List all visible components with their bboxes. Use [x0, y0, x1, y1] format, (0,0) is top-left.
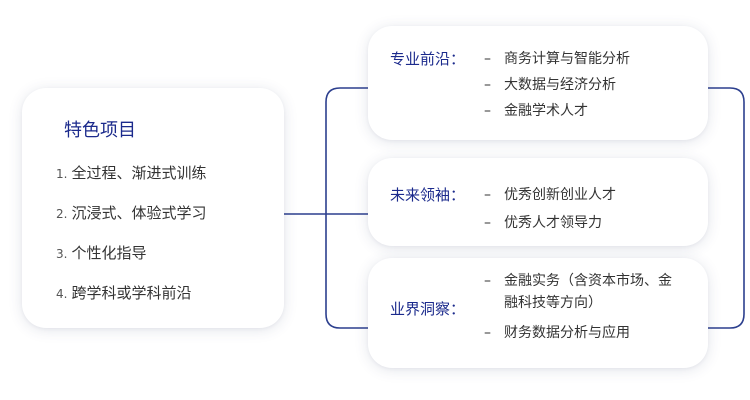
- project-item-number: 1.: [56, 167, 68, 181]
- bullet-item: –商务计算与智能分析: [484, 48, 630, 68]
- project-item: 1.全过程、渐进式训练: [56, 162, 206, 183]
- future-leaders-card: 未来领袖： –优秀创新创业人才 –优秀人才领导力: [368, 158, 708, 246]
- bullet-item: –金融学术人才: [484, 100, 588, 120]
- group-label: 未来领袖：: [390, 186, 466, 204]
- bullet-dash: –: [484, 325, 491, 341]
- right-bracket: [708, 87, 745, 329]
- project-item-text: 个性化指导: [71, 244, 147, 262]
- left-bracket: [325, 87, 368, 329]
- bullet-item: –金融实务（含资本市场、金融科技等方向）: [484, 270, 684, 314]
- bullet-dash: –: [484, 215, 491, 231]
- project-item: 3.个性化指导: [56, 242, 146, 263]
- bullet-item: –大数据与经济分析: [484, 74, 616, 94]
- project-item-text: 全过程、渐进式训练: [71, 164, 207, 182]
- project-item-text: 沉浸式、体验式学习: [71, 204, 207, 222]
- bullet-text: 金融实务（含资本市场、金融科技等方向）: [504, 273, 672, 311]
- professional-frontier-card: 专业前沿： –商务计算与智能分析 –大数据与经济分析 –金融学术人才: [368, 26, 708, 140]
- bullet-item: –优秀人才领导力: [484, 212, 602, 232]
- project-item: 4.跨学科或学科前沿: [56, 282, 191, 303]
- bullet-item: –优秀创新创业人才: [484, 184, 616, 204]
- bullet-text: 优秀创新创业人才: [504, 187, 616, 203]
- project-item: 2.沉浸式、体验式学习: [56, 202, 206, 223]
- group-label: 专业前沿：: [390, 50, 466, 68]
- project-item-number: 2.: [56, 207, 68, 221]
- bullet-text: 金融学术人才: [504, 103, 588, 119]
- featured-projects-card: 特色项目 1.全过程、渐进式训练 2.沉浸式、体验式学习 3.个性化指导 4.跨…: [22, 88, 284, 328]
- project-item-text: 跨学科或学科前沿: [71, 284, 192, 302]
- bullet-dash: –: [484, 51, 491, 67]
- industry-insight-card: 业界洞察： –金融实务（含资本市场、金融科技等方向） –财务数据分析与应用: [368, 258, 708, 368]
- bullet-text: 优秀人才领导力: [504, 215, 602, 231]
- bullet-dash: –: [484, 103, 491, 119]
- bullet-text: 财务数据分析与应用: [504, 325, 630, 341]
- bullet-dash: –: [484, 187, 491, 203]
- featured-projects-title: 特色项目: [64, 120, 136, 141]
- bullet-dash: –: [484, 77, 491, 93]
- bullet-text: 大数据与经济分析: [504, 77, 616, 93]
- project-item-number: 3.: [56, 247, 68, 261]
- group-label: 业界洞察：: [390, 300, 466, 318]
- project-item-number: 4.: [56, 287, 68, 301]
- bullet-item: –财务数据分析与应用: [484, 322, 630, 342]
- bullet-dash: –: [484, 273, 491, 289]
- bullet-text: 商务计算与智能分析: [504, 51, 630, 67]
